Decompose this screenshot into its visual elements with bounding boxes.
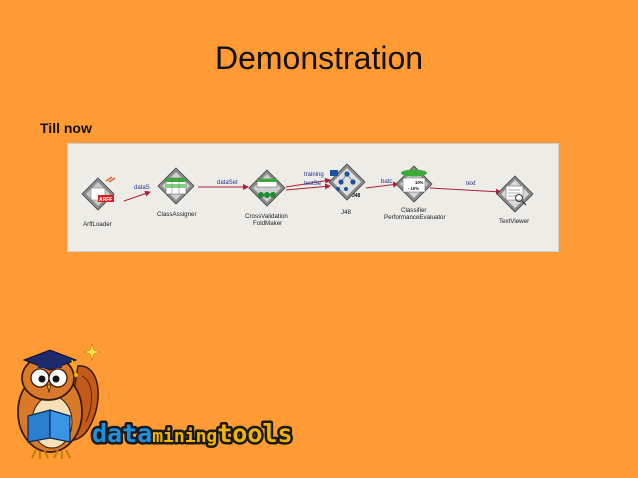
node-text-viewer[interactable]: TextViewer [496,175,534,225]
dataminingtools-logo: dataminingtools dataminingtools [0,330,340,478]
cross-validation-label-2: FoldMaker [253,220,282,227]
node-j48[interactable]: J48 J48 [328,163,366,216]
arrow-testset [285,183,331,191]
node-arff-loader[interactable]: ARFF ArffLoader [81,176,116,228]
conn-label-dataset: dataSet [217,180,238,186]
conn-label-text: text [466,181,476,187]
slide-subtitle: Till now [40,120,92,136]
j48-tree-icon: J48 [328,163,366,201]
wordmark-mining: mining [152,426,217,447]
arff-loader-icon: ARFF [81,176,116,211]
text-viewer-label: TextViewer [499,218,529,225]
node-class-assigner[interactable]: ClassAssigner [157,167,197,218]
conn-label-testset: testSe [304,181,322,187]
arrow-training [285,177,331,188]
eval-value-1: 10% [415,180,424,185]
arff-loader-label: ArffLoader [83,221,112,228]
arff-badge: ARFF [99,197,112,203]
performance-evaluator-icon: 10% - 10% [395,165,433,203]
svg-text:dataminingtools: dataminingtools [92,419,293,448]
classifier-label-2: PerformanceEvaluator [384,214,446,221]
wordmark-tools-outline: tools [217,419,292,448]
classifier-label-1: Classifier [401,207,426,214]
conn-label-datas: dataS [134,185,150,191]
class-assigner-label: ClassAssigner [157,211,197,218]
wordmark-tools: tools [217,419,292,448]
eval-value-2: - 10% [408,186,419,191]
slide-title: Demonstration [214,40,424,76]
connection-arrows [123,177,502,202]
svg-text:dataminingtools: dataminingtools [92,419,293,448]
class-assigner-icon [157,167,195,205]
wordmark-mining-outline: mining [152,426,217,447]
arrow-text [429,187,502,195]
wordmark-data: data [92,419,152,448]
cross-validation-label-1: CrossValidation [245,213,288,220]
conn-label-training: training [304,172,324,178]
conn-label-batch: batc [381,179,392,185]
j48-label: J48 [341,209,352,216]
j48-badge: J48 [352,193,361,199]
node-cross-validation-foldmaker[interactable]: CrossValidation FoldMaker [245,169,288,227]
wordmark-data-outline: data [92,419,152,448]
cross-validation-icon [248,169,286,207]
arrow-batch [365,181,399,189]
node-classifier-performance-evaluator[interactable]: 10% - 10% Classifier PerformanceEvaluato… [384,165,446,221]
arrow-datas [123,190,151,202]
dataminingtools-wordmark: dataminingtools dataminingtools [90,417,296,451]
owl-mascot-icon [17,343,101,459]
text-viewer-icon [496,175,534,213]
knowledge-flow-diagram: dataS dataSet training testSe batc text … [67,143,559,252]
